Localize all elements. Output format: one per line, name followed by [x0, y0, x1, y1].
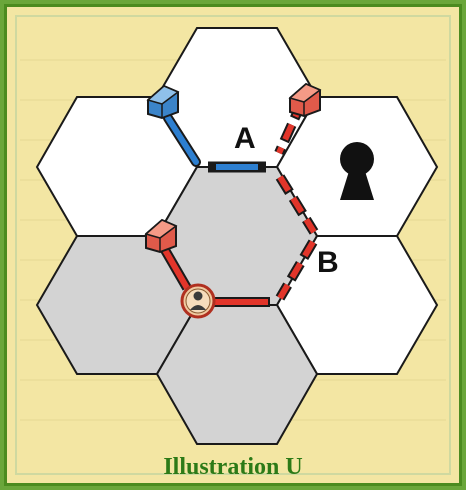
character-token-icon: [182, 285, 214, 317]
keyhole-icon: [340, 142, 374, 200]
house-blue-icon: [148, 86, 178, 118]
illustration-caption: Illustration U: [0, 454, 466, 481]
label-b: B: [317, 246, 339, 279]
label-a: A: [234, 122, 256, 155]
